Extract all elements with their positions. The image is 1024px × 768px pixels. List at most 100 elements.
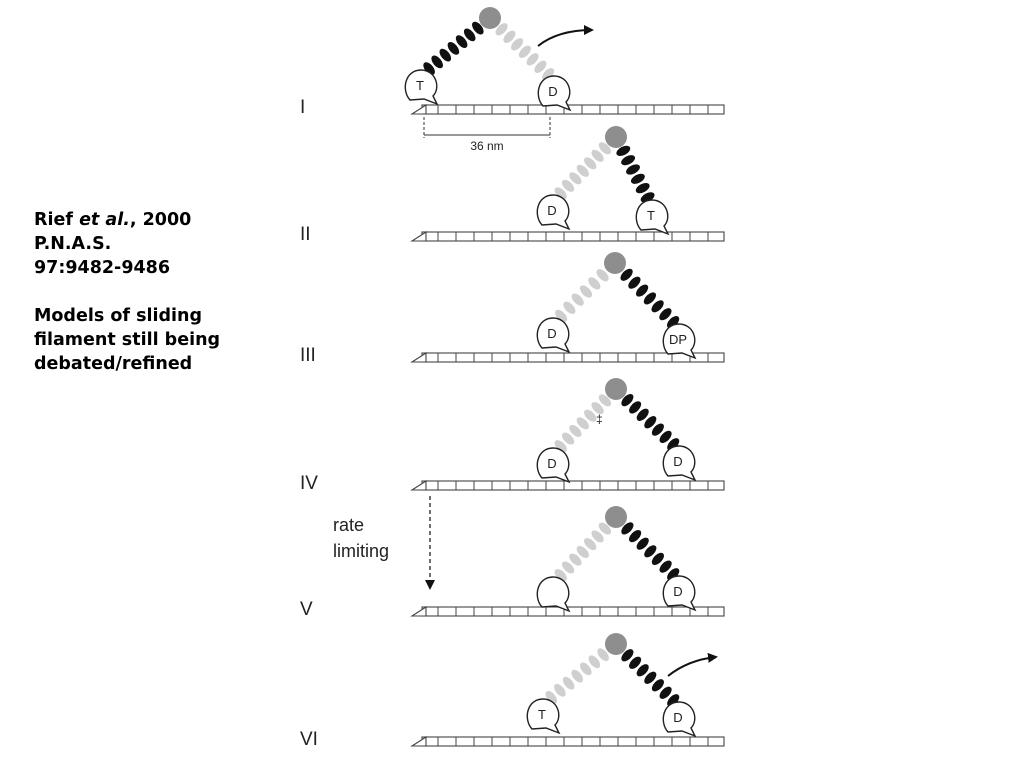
stroke-arrow-stage-1 — [537, 25, 594, 47]
leg-segment — [554, 569, 567, 582]
leg-segment — [591, 530, 604, 543]
leg-segment — [579, 285, 593, 298]
leg-segment — [598, 522, 612, 535]
motor-head-outline — [662, 701, 697, 738]
leg-segment — [584, 409, 597, 422]
leg-segment — [629, 401, 642, 414]
leg-segment — [621, 155, 636, 166]
leg-segment — [503, 30, 516, 43]
filament-end — [410, 230, 427, 242]
stage-5: VD — [300, 506, 725, 620]
motor-head-letter: D — [547, 456, 556, 471]
leg-segment — [576, 164, 589, 177]
citation-note-line-1: Models of sliding — [34, 306, 202, 326]
leg-segment — [542, 68, 555, 81]
leg-segment — [561, 561, 575, 574]
citation-year: , 2000 — [129, 210, 192, 230]
leg-segment — [526, 53, 539, 66]
distance-label: 36 nm — [470, 139, 503, 153]
motor-head-letter: DP — [669, 332, 687, 347]
stage-label: VI — [300, 729, 318, 750]
leg-junction — [479, 7, 501, 29]
motor-head-letter: D — [673, 710, 682, 725]
right-motor-head: D — [537, 75, 572, 112]
leg-segment — [561, 432, 575, 445]
stage-label: I — [300, 97, 305, 118]
left-motor-head: D — [536, 317, 571, 354]
leg-segment — [651, 300, 664, 313]
filament-body — [421, 736, 725, 747]
leg-segment — [576, 545, 589, 558]
motor-head-outline — [662, 575, 697, 612]
leg-segment — [659, 430, 672, 444]
motor-head-outline — [662, 445, 697, 482]
motor-head-letter: D — [547, 203, 556, 218]
transition-state-dagger: ‡ — [596, 412, 603, 426]
motor-head-letter: T — [538, 707, 546, 722]
actin-filament — [410, 479, 725, 491]
leg-segment — [626, 164, 640, 175]
stage-label: III — [300, 345, 316, 366]
leg-segment — [554, 187, 567, 200]
leg-junction — [604, 252, 626, 274]
leg-segment — [439, 48, 452, 62]
leg-junction — [605, 378, 627, 400]
motor-head-letter: T — [647, 208, 655, 223]
leg-segment — [636, 664, 649, 677]
leg-segment — [455, 35, 468, 48]
leg-segment — [591, 402, 604, 415]
motor-head-outline — [635, 199, 670, 236]
citation-et-al: et al. — [79, 210, 130, 230]
leg-segment — [628, 276, 641, 289]
motor-head-letter: D — [548, 84, 557, 99]
leg-segment — [636, 537, 649, 550]
motor-head-outline — [536, 194, 571, 231]
leg-segment — [621, 393, 634, 407]
leg-segment — [644, 545, 657, 558]
leg-segment — [621, 522, 634, 535]
leg-segment — [463, 28, 476, 42]
citation-note-line-3: debated/refined — [34, 354, 193, 374]
leg-segment — [597, 648, 609, 662]
filament-body — [421, 231, 725, 242]
rate-label-line2: limiting — [333, 541, 389, 561]
leg-segment — [569, 172, 582, 185]
filament-body — [421, 352, 725, 363]
leg-segment — [580, 662, 592, 676]
right-motor-head: DP — [662, 323, 697, 360]
citation-note-line-2: filament still being — [34, 330, 221, 350]
left-motor-head: D — [536, 194, 571, 231]
motor-head-outline — [537, 75, 572, 112]
leg-segment — [447, 42, 460, 55]
stage-label: IV — [300, 473, 318, 494]
leg-segment — [584, 538, 597, 551]
leg-segment — [659, 308, 672, 321]
leg-segment — [596, 269, 609, 282]
motor-head-outline — [526, 698, 561, 735]
leg-segment — [561, 179, 575, 192]
leg-segment — [588, 277, 601, 290]
motor-head-letter: D — [673, 454, 682, 469]
leg-segment — [667, 438, 680, 451]
right-leg — [487, 15, 555, 81]
stage-3: III D DP — [300, 252, 725, 366]
leg-segment — [598, 394, 612, 407]
stage-1: I T D — [300, 7, 725, 118]
motor-head-outline — [536, 317, 571, 354]
filament-end — [410, 103, 427, 115]
leg-segment — [534, 60, 547, 73]
leg-segment — [571, 669, 583, 683]
right-motor-head: D — [662, 445, 697, 482]
leg-segment — [643, 292, 657, 305]
motor-head-letter: T — [416, 78, 424, 93]
leg-segment — [576, 417, 589, 430]
citation-journal: P.N.A.S. — [34, 234, 112, 254]
actin-filament — [410, 735, 725, 747]
leg-segment — [667, 568, 680, 581]
leg-segment — [635, 183, 650, 194]
leg-segment — [629, 656, 642, 669]
leg-segment — [472, 21, 484, 35]
leg-segment — [584, 157, 597, 170]
